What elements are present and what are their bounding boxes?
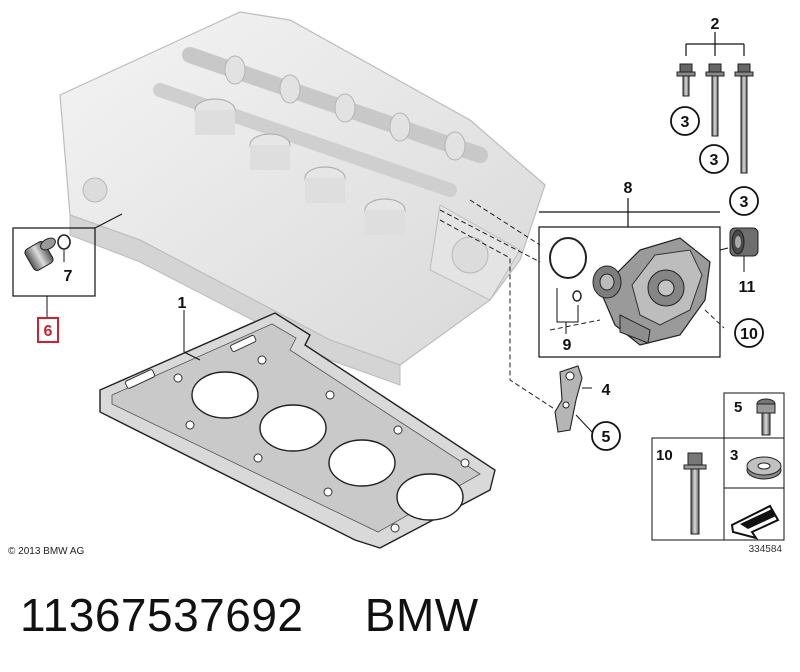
- label-part-11: 11: [739, 279, 756, 296]
- bolt-group-2: [676, 32, 754, 174]
- rubber-mount: [729, 227, 759, 272]
- detail-box-6-7: [12, 213, 123, 317]
- label-part-1: 1: [178, 295, 187, 312]
- label-part-3c: 3: [740, 194, 749, 211]
- screw-5: [756, 398, 776, 436]
- o-ring-7: [57, 234, 71, 250]
- label-part-5: 5: [602, 429, 611, 446]
- vacuum-pump: [592, 237, 711, 346]
- label-part-4: 4: [602, 382, 611, 399]
- label-part-3a: 3: [681, 114, 690, 131]
- cylinder-head-illustration: [59, 11, 546, 386]
- label-part-6: 6: [44, 323, 53, 340]
- o-ring-large: [549, 237, 587, 279]
- hardware-legend: [651, 392, 785, 541]
- detail-box-8: [538, 198, 729, 358]
- label-part-9: 9: [563, 337, 572, 354]
- solid-leaders: [183, 310, 201, 361]
- sealing-plug: [24, 237, 56, 271]
- footer-caption: 11367537692 BMW: [20, 588, 479, 648]
- bolt-short: [676, 63, 696, 97]
- bolt-long: [734, 63, 754, 174]
- label-part-3b: 3: [710, 152, 719, 169]
- legend-label-10: 10: [656, 447, 673, 464]
- bolt-10: [683, 452, 707, 535]
- bolt-medium: [705, 63, 725, 137]
- diagram-number: 334584: [749, 544, 783, 555]
- orientation-arrow-icon: [727, 493, 781, 540]
- o-ring-small: [572, 290, 582, 302]
- copyright-notice: © 2013 BMW AG: [8, 546, 85, 557]
- washer-3: [746, 456, 782, 480]
- footer-brand: BMW: [364, 589, 479, 641]
- highlight-box-6: [37, 317, 59, 343]
- legend-label-5: 5: [734, 399, 742, 416]
- callout-circles: [591, 106, 764, 451]
- label-part-8: 8: [624, 180, 633, 197]
- label-part-7: 7: [64, 268, 73, 285]
- footer-part-number: 11367537692: [20, 589, 304, 641]
- part-labels: 1 2 3 3 3 4 5 6 7 8 9 10 11 5 3 10: [44, 16, 758, 464]
- leader-lines: [439, 199, 725, 411]
- label-part-2: 2: [711, 16, 720, 33]
- label-part-10: 10: [740, 326, 758, 343]
- head-gasket: [99, 312, 496, 549]
- bracket-4: [554, 365, 593, 433]
- legend-label-3: 3: [730, 447, 738, 464]
